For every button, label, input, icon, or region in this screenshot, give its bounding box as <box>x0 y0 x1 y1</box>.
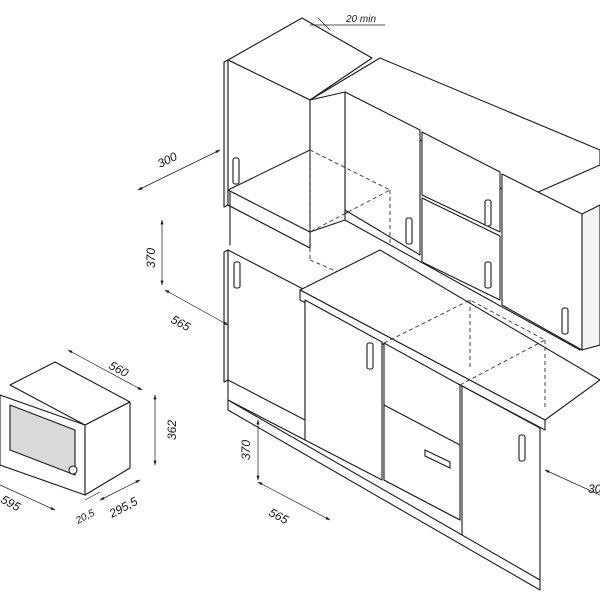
handle-icon <box>561 307 569 335</box>
oven <box>0 361 131 496</box>
handle-icon <box>233 261 241 289</box>
door-handles <box>232 157 569 469</box>
dimension-upper-niche-depth: 565 <box>169 312 194 334</box>
dimension-lower-niche-depth: 565 <box>267 505 292 527</box>
base-cabinets <box>227 299 541 591</box>
dimension-upper-niche-width: 300 <box>155 149 179 171</box>
dimension-lower-niche-width: 300 <box>588 482 600 496</box>
dimension-oven-front-offset: 20,5 <box>73 508 97 528</box>
dimension-lower-niche-height: 370 <box>239 440 253 460</box>
handle-icon <box>232 157 240 185</box>
dimension-oven-depth: 295,5 <box>106 494 140 521</box>
handle-icon <box>484 261 492 289</box>
wall-cabinets <box>309 57 600 351</box>
dimension-upper-niche-height: 370 <box>144 248 158 268</box>
handle-icon <box>518 434 526 462</box>
knob-icon <box>68 465 78 475</box>
handle-icon <box>366 342 374 370</box>
worktop <box>299 249 600 431</box>
handle-icon <box>484 199 492 227</box>
lower-niche-outline <box>383 299 546 410</box>
dimension-oven-partial: 595 <box>0 492 23 514</box>
dimension-lines <box>0 17 600 521</box>
dimension-clearance: 20 min <box>345 14 376 25</box>
dimension-oven-width: 560 <box>107 358 132 380</box>
handle-icon <box>424 449 451 469</box>
handle-icon <box>405 217 413 245</box>
dimension-oven-height: 362 <box>165 420 179 440</box>
